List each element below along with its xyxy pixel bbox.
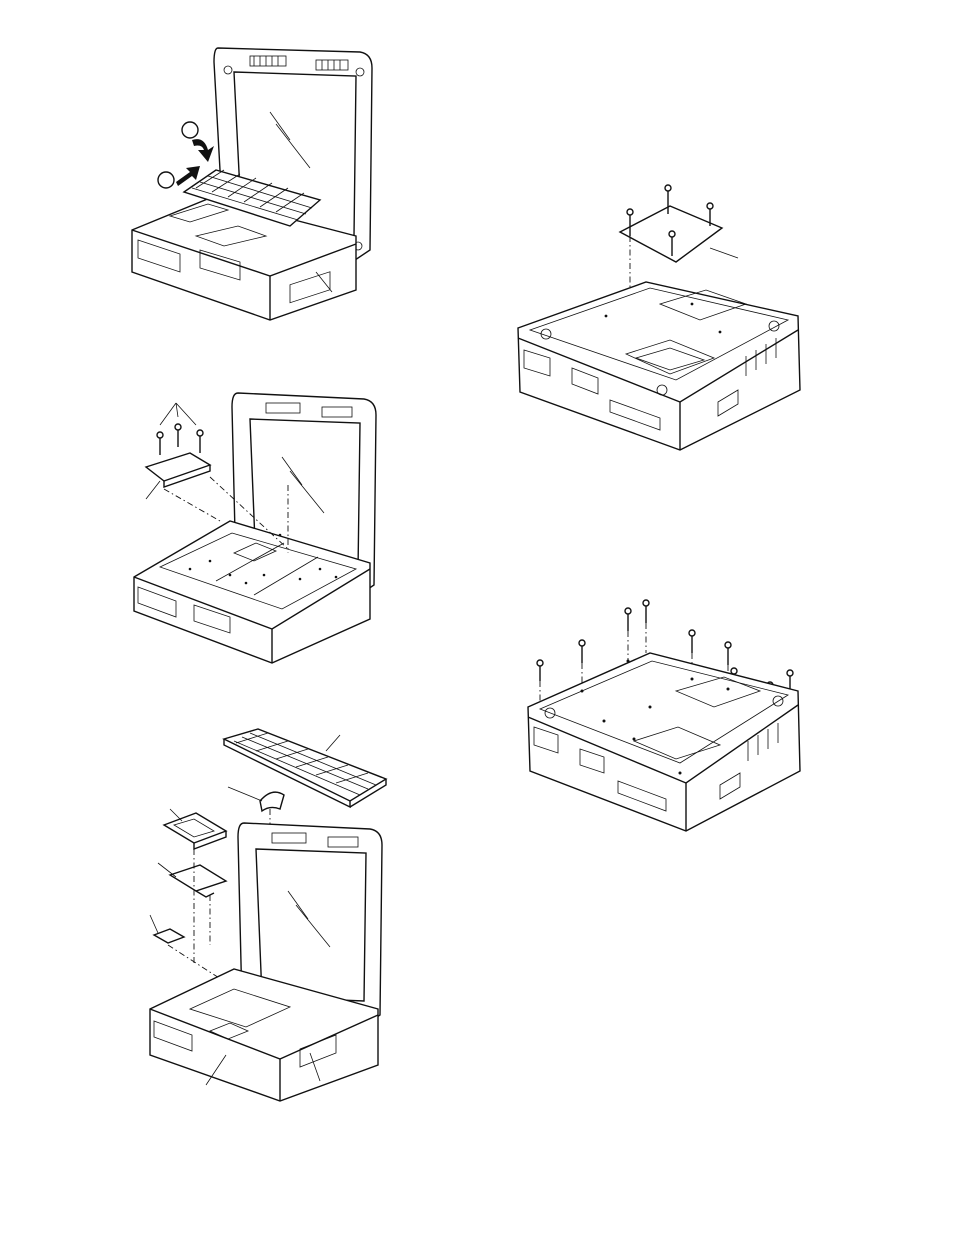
bottom-screws-drawing xyxy=(520,595,820,855)
figure-cover-removal xyxy=(120,385,380,670)
curved-arrow-icon xyxy=(192,139,214,162)
figure-keyboard-exploded xyxy=(130,725,400,1105)
screw-group xyxy=(157,424,203,455)
cover-plate xyxy=(146,453,210,481)
keyboard-lift-drawing xyxy=(120,40,380,330)
step-marker-1 xyxy=(182,122,198,138)
figure-bottom-cover xyxy=(510,180,810,460)
step-marker-2 xyxy=(158,172,174,188)
bottom-cover-drawing xyxy=(510,180,810,460)
keyboard-exploded-drawing xyxy=(130,725,400,1105)
figure-keyboard-lift xyxy=(120,40,380,330)
cover-removal-drawing xyxy=(120,385,380,670)
figure-bottom-screws xyxy=(520,595,820,855)
